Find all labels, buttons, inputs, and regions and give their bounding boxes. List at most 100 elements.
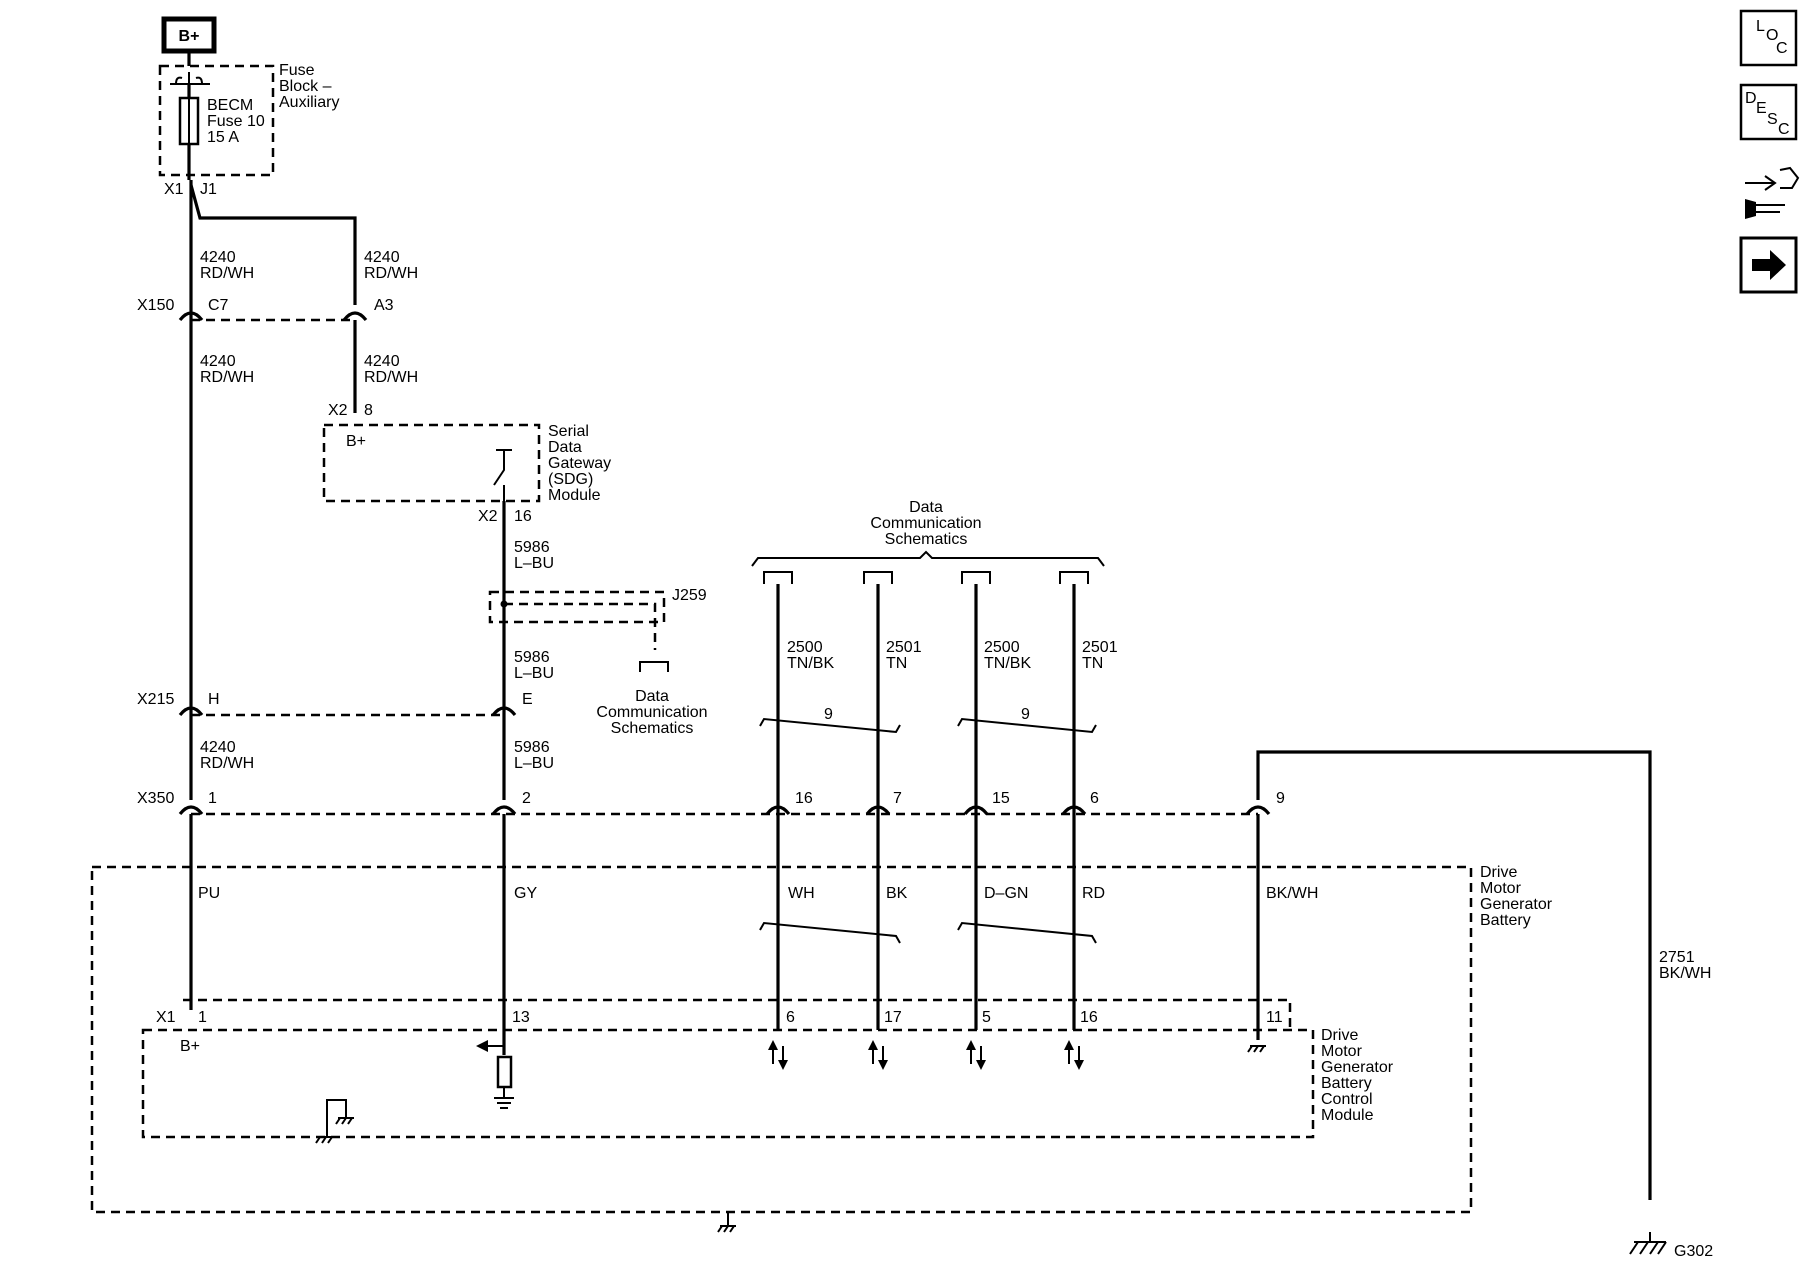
battery-outline (90, 865, 1473, 1214)
svg-text:Schematics: Schematics (611, 720, 694, 737)
svg-text:4240: 4240 (200, 739, 236, 756)
svg-text:6: 6 (786, 1009, 795, 1026)
fuse-block-outline (158, 64, 275, 177)
svg-text:Schematics: Schematics (885, 531, 968, 548)
svg-text:9: 9 (1276, 790, 1285, 807)
x150-label: X150 (137, 297, 174, 314)
bplus-source: B+ (161, 16, 217, 54)
wire-label-5986-b: 5986 L–BU (514, 649, 554, 682)
svg-text:Module: Module (548, 487, 601, 504)
x350-pins: 1 2 16 7 15 6 9 (208, 790, 1285, 807)
right-arrow-icon[interactable] (1739, 236, 1798, 294)
svg-text:Drive: Drive (1480, 864, 1517, 881)
module-title: Drive Motor Generator Battery Control Mo… (1321, 1027, 1394, 1124)
data-comm-label-j259: Data Communication Schematics (596, 688, 707, 737)
description-button[interactable]: D E S C (1739, 83, 1798, 141)
svg-text:11: 11 (1266, 1009, 1283, 1026)
svg-text:4240: 4240 (200, 353, 236, 370)
svg-text:L: L (1756, 18, 1765, 35)
fuse-block-title: Fuse Block – Auxiliary (279, 62, 339, 111)
svg-text:5986: 5986 (514, 539, 550, 556)
x215-connector-icon (178, 706, 517, 717)
x350-label: X350 (137, 790, 174, 807)
wire-label-4240-c: 4240 RD/WH (200, 353, 254, 386)
twist-count-b: 9 (1021, 706, 1030, 723)
svg-text:1: 1 (198, 1009, 207, 1026)
svg-text:RD/WH: RD/WH (364, 369, 418, 386)
data-comm-connector-icon (639, 661, 669, 672)
x215-pin-e: E (522, 691, 533, 708)
svg-text:PU: PU (198, 885, 220, 902)
wire-label-4240-a: 4240 RD/WH (200, 249, 254, 282)
wire-label-2500-a: 2500 TN/BK (787, 639, 834, 672)
svg-text:TN/BK: TN/BK (984, 655, 1031, 672)
svg-text:RD/WH: RD/WH (200, 369, 254, 386)
fuse-clip-icon (170, 72, 210, 85)
svg-text:15: 15 (992, 790, 1010, 807)
sdg-bplus-label: B+ (346, 433, 366, 450)
location-button[interactable]: L O C (1739, 9, 1798, 67)
chassis-ground-icons (315, 1045, 1266, 1233)
svg-text:Motor: Motor (1480, 880, 1522, 897)
svg-text:6: 6 (1090, 790, 1099, 807)
sdg-module-outline (322, 423, 541, 503)
ground-g302-icon (1629, 1232, 1667, 1255)
wire-4240-branch (189, 184, 357, 305)
x150-pin-a3: A3 (374, 297, 394, 314)
wire-label-4240-d: 4240 RD/WH (364, 353, 418, 386)
twisted-pair-icon-upper (759, 717, 1097, 734)
svg-text:RD/WH: RD/WH (200, 265, 254, 282)
connector-wrench-icon[interactable] (1745, 166, 1800, 219)
fuse-label: BECM Fuse 10 15 A (207, 97, 265, 146)
module-bplus-label: B+ (180, 1038, 200, 1055)
svg-text:16: 16 (1080, 1009, 1098, 1026)
svg-text:(SDG): (SDG) (548, 471, 593, 488)
svg-text:D–GN: D–GN (984, 885, 1028, 902)
svg-text:2501: 2501 (1082, 639, 1118, 656)
j259-data-line (504, 602, 657, 650)
svg-text:2500: 2500 (984, 639, 1020, 656)
wire-label-5986-c: 5986 L–BU (514, 739, 554, 772)
svg-text:13: 13 (512, 1009, 530, 1026)
svg-text:E: E (1756, 100, 1767, 117)
gy-input-arrow-icon (476, 1040, 504, 1052)
fuse-x1-label: X1 (164, 181, 184, 198)
x2-top-pin: 8 (364, 402, 373, 419)
sdg-switch-icon (493, 449, 512, 501)
svg-text:16: 16 (795, 790, 813, 807)
x2-bottom-pin: 16 (514, 508, 532, 525)
ground-symbol-gy (494, 1087, 514, 1109)
svg-text:S: S (1767, 111, 1778, 128)
wire-label-4240-e: 4240 RD/WH (200, 739, 254, 772)
x2-bottom-label: X2 (478, 508, 498, 525)
svg-text:17: 17 (884, 1009, 902, 1026)
battery-title: Drive Motor Generator Battery (1480, 864, 1553, 929)
j259-label: J259 (672, 587, 707, 604)
svg-text:TN: TN (886, 655, 907, 672)
svg-text:2501: 2501 (886, 639, 922, 656)
bidirectional-arrow-icons (768, 1040, 1084, 1070)
svg-text:C: C (1776, 40, 1788, 57)
svg-text:Drive: Drive (1321, 1027, 1358, 1044)
svg-text:O: O (1766, 27, 1778, 44)
wire-label-2500-b: 2500 TN/BK (984, 639, 1031, 672)
svg-text:RD/WH: RD/WH (364, 265, 418, 282)
svg-text:GY: GY (514, 885, 537, 902)
svg-text:Motor: Motor (1321, 1043, 1363, 1060)
battery-wire-colors: PU GY WH BK D–GN RD BK/WH (198, 885, 1318, 902)
svg-text:2751: 2751 (1659, 949, 1695, 966)
x215-pin-h: H (208, 691, 220, 708)
svg-text:L–BU: L–BU (514, 555, 554, 572)
svg-text:Generator: Generator (1321, 1059, 1394, 1076)
x1-label: X1 (156, 1009, 176, 1026)
x150-connector-icon (178, 311, 368, 322)
bus-connector-icons (763, 571, 1089, 584)
svg-text:RD: RD (1082, 885, 1105, 902)
sdg-title: Serial Data Gateway (SDG) Module (548, 423, 611, 504)
svg-text:BK: BK (886, 885, 908, 902)
svg-text:Communication: Communication (596, 704, 707, 721)
svg-text:Battery: Battery (1480, 912, 1531, 929)
svg-text:4240: 4240 (364, 249, 400, 266)
svg-text:Battery: Battery (1321, 1075, 1372, 1092)
x215-label: X215 (137, 691, 174, 708)
